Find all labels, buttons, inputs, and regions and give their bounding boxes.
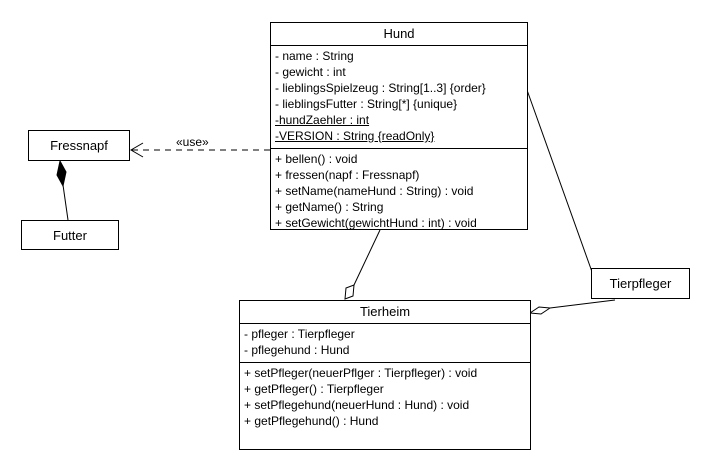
- class-hund-attributes: - name : String - gewicht : int - liebli…: [271, 46, 527, 148]
- composition-line: [62, 184, 69, 221]
- operation: + setGewicht(gewichtHund : int) : void: [275, 216, 477, 230]
- operation: + setPflegehund(neuerHund : Hund) : void: [244, 398, 470, 412]
- attribute-static: -VERSION : String {readOnly}: [275, 129, 435, 143]
- operation: + setName(nameHund : String) : void: [275, 184, 474, 198]
- class-tierheim-name: Tierheim: [240, 301, 530, 324]
- class-fressnapf[interactable]: Fressnapf: [28, 130, 130, 161]
- attribute: - pfleger : Tierpfleger: [244, 327, 355, 341]
- attribute-static: -hundZaehler : int: [275, 113, 370, 127]
- operation: + getPflegehund() : Hund: [244, 414, 379, 428]
- class-tierpfleger-name: Tierpfleger: [609, 276, 672, 291]
- operation: + setPfleger(neuerPflger : Tierpfleger) …: [244, 366, 478, 380]
- attribute: - lieblingsSpielzeug : String[1..3] {ord…: [275, 81, 486, 95]
- operation: + getName() : String: [275, 200, 384, 214]
- attribute: - pflegehund : Hund: [244, 343, 350, 357]
- aggregation-tierpfleger-line: [549, 299, 616, 309]
- attribute: - gewicht : int: [275, 65, 346, 79]
- attribute: - name : String: [275, 49, 354, 63]
- composition-diamond: [56, 159, 67, 188]
- class-hund-operations: + bellen() : void + fressen(napf : Fress…: [271, 148, 527, 235]
- class-hund-name: Hund: [271, 23, 527, 46]
- operation: + getPfleger() : Tierpfleger: [244, 382, 384, 396]
- class-hund[interactable]: Hund - name : String - gewicht : int - l…: [270, 22, 528, 230]
- class-tierpfleger[interactable]: Tierpfleger: [591, 268, 690, 299]
- operation: + fressen(napf : Fressnapf): [275, 168, 420, 182]
- use-dependency-arrowhead: [130, 142, 144, 158]
- operation: + bellen() : void: [275, 152, 358, 166]
- class-futter[interactable]: Futter: [21, 220, 119, 250]
- class-tierheim-operations: + setPfleger(neuerPflger : Tierpfleger) …: [240, 362, 530, 433]
- class-tierheim[interactable]: Tierheim - pfleger : Tierpfleger - pfleg…: [239, 300, 531, 450]
- aggregation-tierpfleger-diamond: [528, 306, 552, 315]
- association-hund-tierpfleger: [526, 89, 602, 298]
- class-tierheim-attributes: - pfleger : Tierpfleger - pflegehund : H…: [240, 324, 530, 362]
- use-label: «use»: [176, 135, 209, 149]
- class-futter-name: Futter: [53, 227, 87, 243]
- aggregation-hund-line: [353, 229, 381, 286]
- class-fressnapf-name: Fressnapf: [50, 138, 108, 153]
- aggregation-hund-diamond: [344, 284, 355, 300]
- attribute: - lieblingsFutter : String[*] {unique}: [275, 97, 458, 111]
